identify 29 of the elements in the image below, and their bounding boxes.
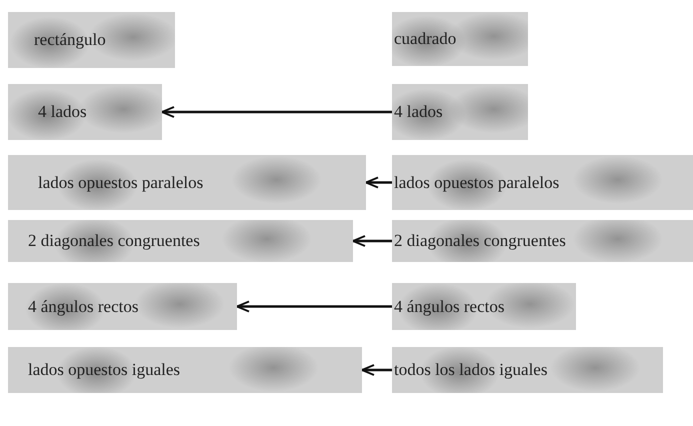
feature-box: [392, 283, 576, 330]
feature-box: [8, 12, 175, 68]
arrow: [352, 235, 392, 247]
feature-box: [392, 155, 693, 210]
feature-text: 4 lados: [394, 102, 443, 122]
feature-text: cuadrado: [394, 29, 456, 49]
feature-text: lados opuestos paralelos: [394, 172, 560, 192]
arrow: [361, 364, 392, 376]
feature-box: [8, 347, 362, 393]
feature-text: rectángulo: [34, 30, 106, 50]
feature-box: [392, 347, 663, 393]
feature-text: 4 ángulos rectos: [28, 296, 138, 316]
feature-text: lados opuestos paralelos: [38, 172, 204, 192]
feature-box: [392, 220, 693, 262]
feature-text: lados opuestos iguales: [28, 360, 180, 380]
feature-text: 2 diagonales congruentes: [394, 231, 566, 251]
feature-text: 4 ángulos rectos: [394, 296, 504, 316]
feature-box: [8, 220, 353, 262]
arrow: [161, 106, 392, 118]
arrow: [236, 300, 392, 312]
feature-box: [8, 84, 162, 140]
arrow: [365, 176, 392, 188]
feature-box: [8, 155, 366, 210]
feature-text: 2 diagonales congruentes: [28, 231, 200, 251]
feature-text: 4 lados: [38, 102, 87, 122]
feature-text: todos los lados iguales: [394, 360, 548, 380]
feature-box: [8, 283, 237, 330]
feature-box: [392, 12, 528, 66]
feature-box: [392, 84, 528, 140]
